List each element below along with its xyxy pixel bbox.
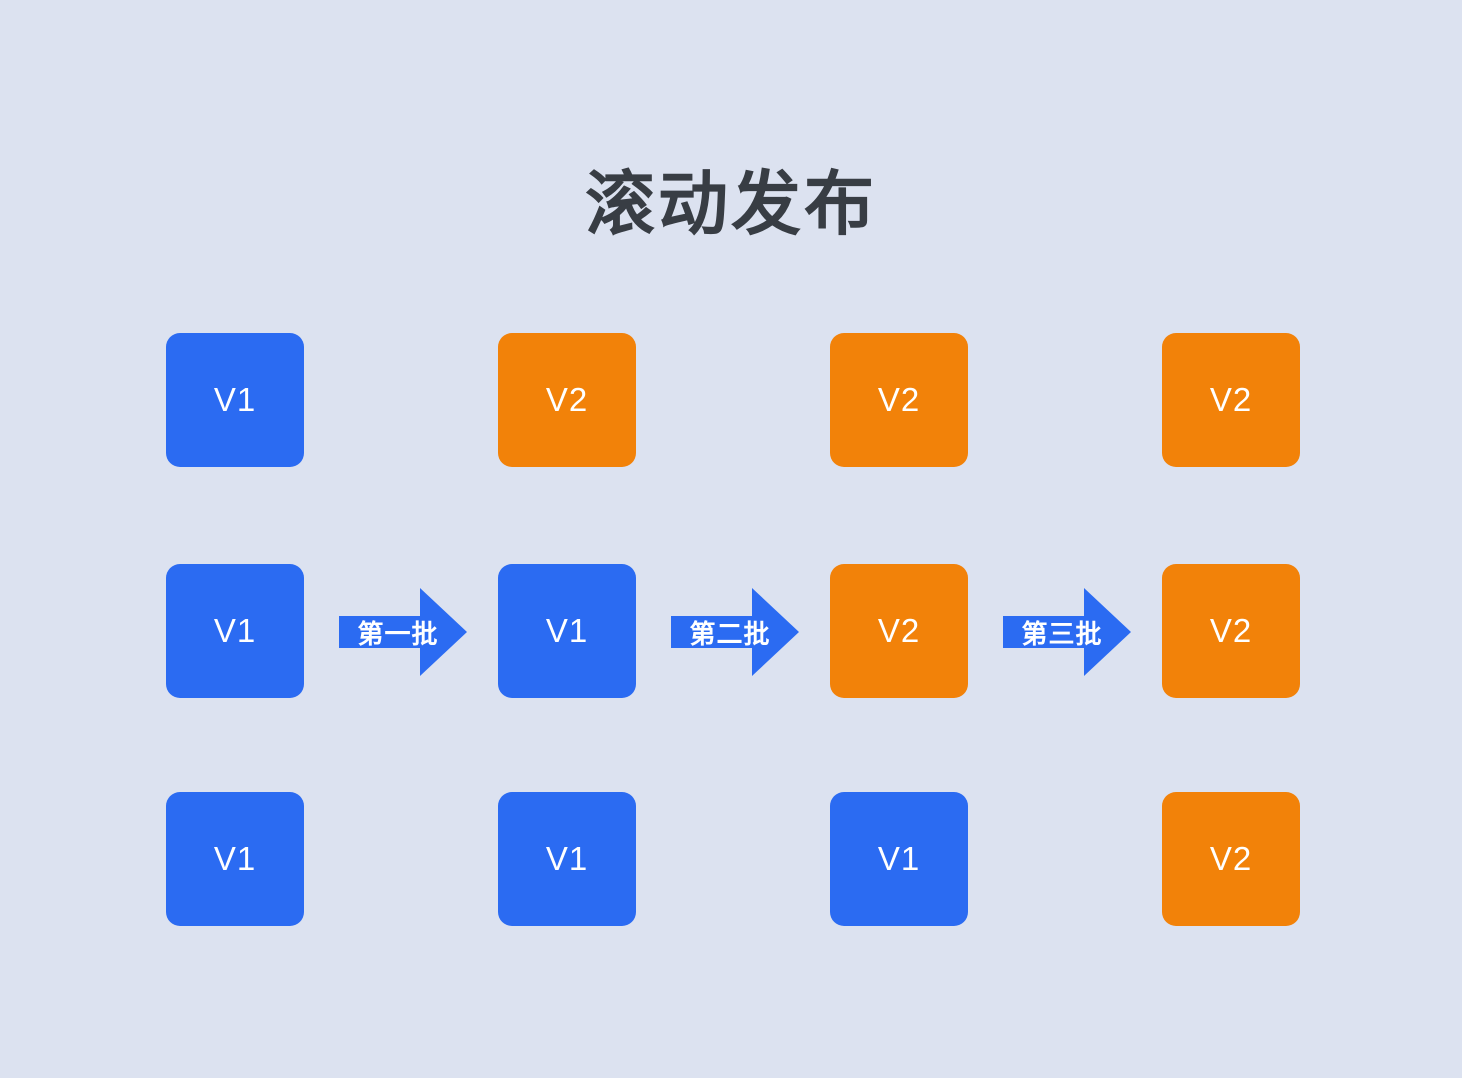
node-row2-col4-v2: V2 [1162,564,1300,698]
node-row1-col3-v2: V2 [830,333,968,467]
node-label: V2 [1209,381,1253,418]
arrow-label: 第一批 [357,618,439,649]
node-row2-col3-v2: V2 [830,564,968,698]
node-row3-col3-v1: V1 [830,792,968,926]
batch-arrow-2: 第二批 [671,588,799,676]
node-label: V2 [1209,840,1253,877]
node-label: V2 [545,381,589,418]
arrow-label: 第二批 [689,618,771,649]
node-row1-col1-v1: V1 [166,333,304,467]
arrow-label: 第三批 [1021,618,1103,649]
node-row1-col4-v2: V2 [1162,333,1300,467]
node-label: V2 [877,381,921,418]
node-row2-col2-v1: V1 [498,564,636,698]
node-label: V1 [213,840,257,877]
node-label: V1 [545,840,589,877]
right-arrow-icon [339,588,467,676]
diagram-title: 滚动发布 [585,165,877,243]
node-label: V2 [877,612,921,649]
node-label: V1 [545,612,589,649]
node-label: V1 [877,840,921,877]
node-label: V1 [213,612,257,649]
right-arrow-icon [671,588,799,676]
node-row2-col1-v1: V1 [166,564,304,698]
node-label: V2 [1209,612,1253,649]
node-row1-col2-v2: V2 [498,333,636,467]
batch-arrow-3: 第三批 [1003,588,1131,676]
batch-arrow-1: 第一批 [339,588,467,676]
node-row3-col1-v1: V1 [166,792,304,926]
node-label: V1 [213,381,257,418]
node-row3-col2-v1: V1 [498,792,636,926]
node-row3-col4-v2: V2 [1162,792,1300,926]
right-arrow-icon [1003,588,1131,676]
